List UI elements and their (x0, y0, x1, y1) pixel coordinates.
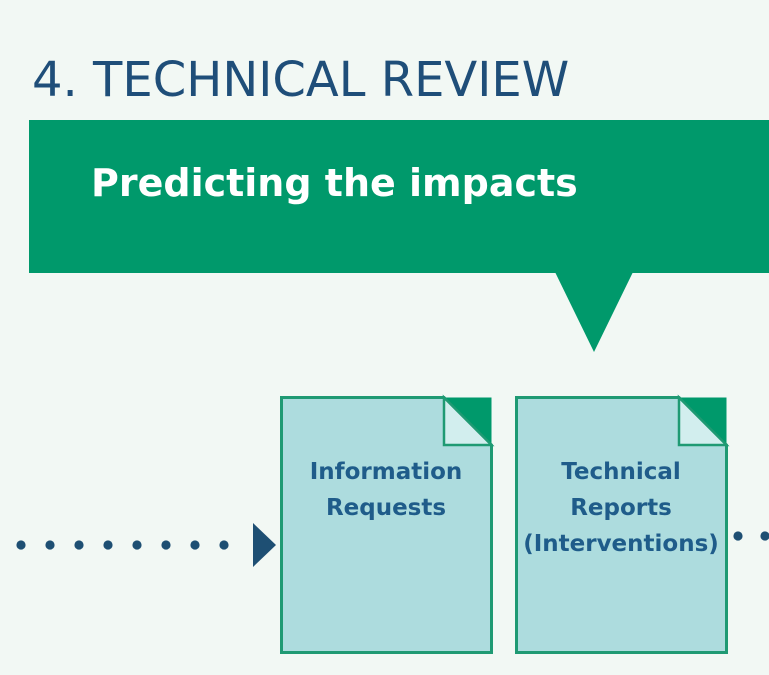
document-label-line: Reports (570, 495, 672, 521)
banner-pointer (555, 272, 633, 352)
banner (29, 120, 769, 273)
document-information-requests (280, 394, 495, 654)
page-title: 4. TECHNICAL REVIEW (32, 52, 570, 108)
document-label-line: Requests (325, 495, 447, 521)
document-label-line: (Interventions) (523, 531, 719, 557)
document-technical-reports (515, 394, 730, 654)
incoming-connector (16, 540, 229, 550)
document-label-information-requests: Information Requests (283, 454, 489, 526)
document-label-line: Information (309, 459, 463, 485)
document-label-technical-reports: Technical Reports (Interventions) (518, 454, 724, 562)
outgoing-connector (733, 531, 769, 541)
document-label-line: Technical (561, 459, 681, 485)
arrow-head-icon (253, 523, 276, 567)
banner-text: Predicting the impacts (91, 161, 578, 205)
